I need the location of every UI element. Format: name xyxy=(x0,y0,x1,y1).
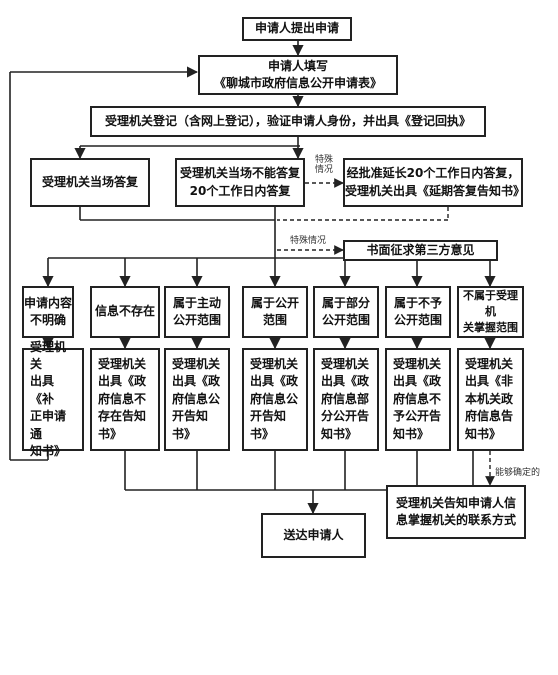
notice-info-not-exist: 受理机关 出具《政 府信息不 存在告知 书》 xyxy=(90,348,160,451)
node-fill-form: 申请人填写 《聊城市政府信息公开申请表》 xyxy=(198,55,398,95)
note-special-case-1: 特殊 情况 xyxy=(315,155,334,176)
node-reply-on-spot: 受理机关当场答复 xyxy=(30,158,150,207)
node-not-agency-scope: 不属于受理机 关掌握范围 xyxy=(457,286,524,338)
note-determinable: 能够确定的 xyxy=(495,468,541,478)
node-info-not-exist: 信息不存在 xyxy=(90,286,160,338)
node-register: 受理机关登记（含网上登记），验证申请人身份，并出具《登记回执》 xyxy=(90,106,486,137)
notice-not-agency-info: 受理机关 出具《非 本机关政 府信息告 知书》 xyxy=(457,348,524,451)
node-non-disclosure-scope: 属于不予 公开范围 xyxy=(385,286,451,338)
node-submit-request: 申请人提出申请 xyxy=(242,17,352,41)
node-extend-reply: 经批准延长20个工作日内答复， 受理机关出具《延期答复告知书》 xyxy=(343,158,525,207)
notice-active-disclosure: 受理机关 出具《政 府信息公 开告知 书》 xyxy=(164,348,230,451)
node-disclosure-scope: 属于公开 范围 xyxy=(242,286,308,338)
node-third-party-opinion: 书面征求第三方意见 xyxy=(343,240,498,261)
note-special-case-2: 特殊情况 xyxy=(290,236,327,246)
notice-correction: 受理机关 出具《补 正申请通 知书》 xyxy=(22,340,84,458)
notice-partial-disclosure: 受理机关 出具《政 府信息部 分公开告 知书》 xyxy=(313,348,379,451)
node-deliver-to-applicant: 送达申请人 xyxy=(261,513,366,558)
node-reply-in-20-days: 受理机关当场不能答复 20个工作日内答复 xyxy=(175,158,305,207)
notice-disclosure: 受理机关 出具《政 府信息公 开告知 书》 xyxy=(242,348,308,451)
node-contact-info-notice: 受理机关告知申请人信 息掌握机关的联系方式 xyxy=(386,485,526,539)
node-unclear-request: 申请内容 不明确 xyxy=(22,286,74,338)
notice-non-disclosure: 受理机关 出具《政 府信息不 予公开告 知书》 xyxy=(385,348,451,451)
node-active-disclosure-scope: 属于主动 公开范围 xyxy=(164,286,230,338)
node-partial-disclosure-scope: 属于部分 公开范围 xyxy=(313,286,379,338)
